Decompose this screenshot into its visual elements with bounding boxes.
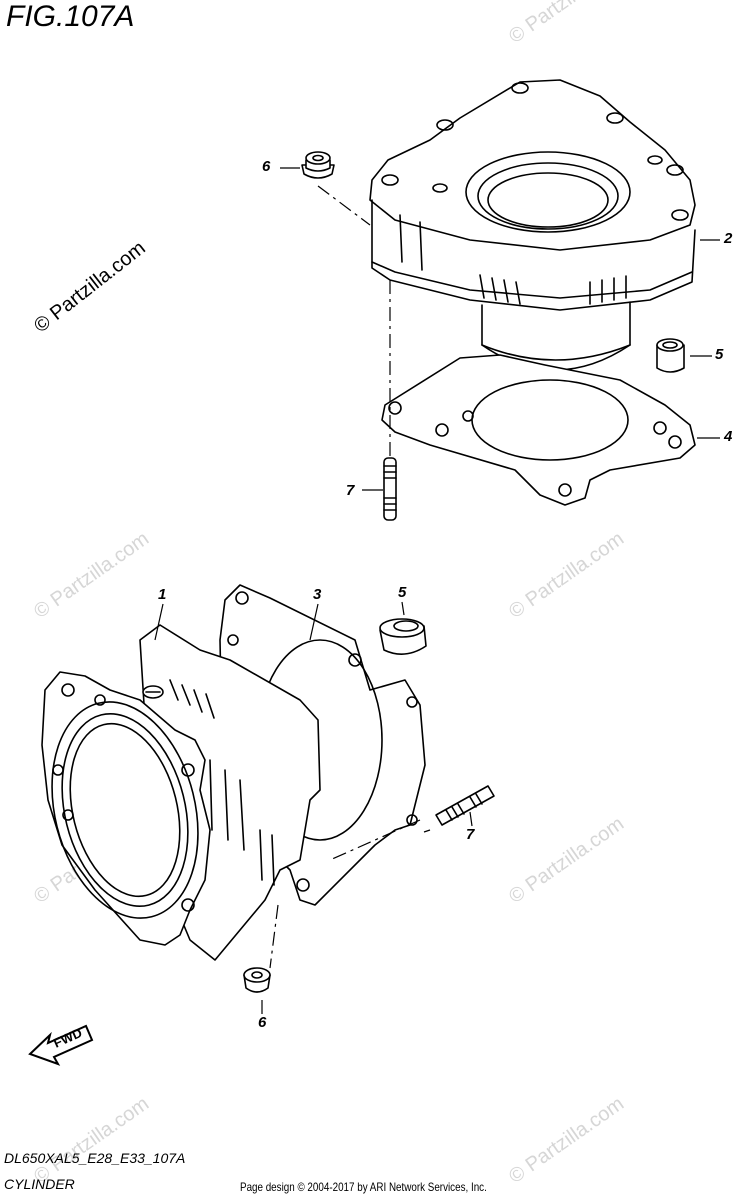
assembly-lines <box>269 185 431 969</box>
figure-caption: CYLINDER <box>4 1176 75 1192</box>
callout-4: 4 <box>724 428 733 445</box>
callout-5-top: 5 <box>715 346 724 363</box>
figure-title: FIG.107A <box>6 0 135 33</box>
top-nut-part-6 <box>301 151 335 179</box>
callout-6-top: 6 <box>262 158 271 175</box>
callout-2: 2 <box>724 230 733 247</box>
top-gasket-part-4 <box>381 354 696 506</box>
callout-7-top: 7 <box>346 482 355 499</box>
callout-6-bottom: 6 <box>258 1014 267 1031</box>
model-code: DL650XAL5_E28_E33_107A <box>4 1150 186 1166</box>
top-cylinder-part-2 <box>369 79 696 371</box>
bottom-cylinder-part-1 <box>41 624 321 961</box>
bottom-stud-part-7 <box>435 785 495 826</box>
bottom-nut-part-6 <box>243 967 271 993</box>
callout-7-bottom: 7 <box>466 826 475 843</box>
top-stud-part-7 <box>383 457 397 521</box>
bottom-dowel-part-5 <box>379 618 427 655</box>
callout-5-bottom: 5 <box>398 584 407 601</box>
fwd-direction-arrow: FWD <box>28 1024 94 1066</box>
callout-3: 3 <box>313 586 322 603</box>
callout-1: 1 <box>158 586 167 603</box>
page-credit: Page design © 2004-2017 by ARI Network S… <box>240 1180 487 1194</box>
leader-lines <box>154 167 720 1014</box>
top-dowel-part-5 <box>656 338 685 373</box>
